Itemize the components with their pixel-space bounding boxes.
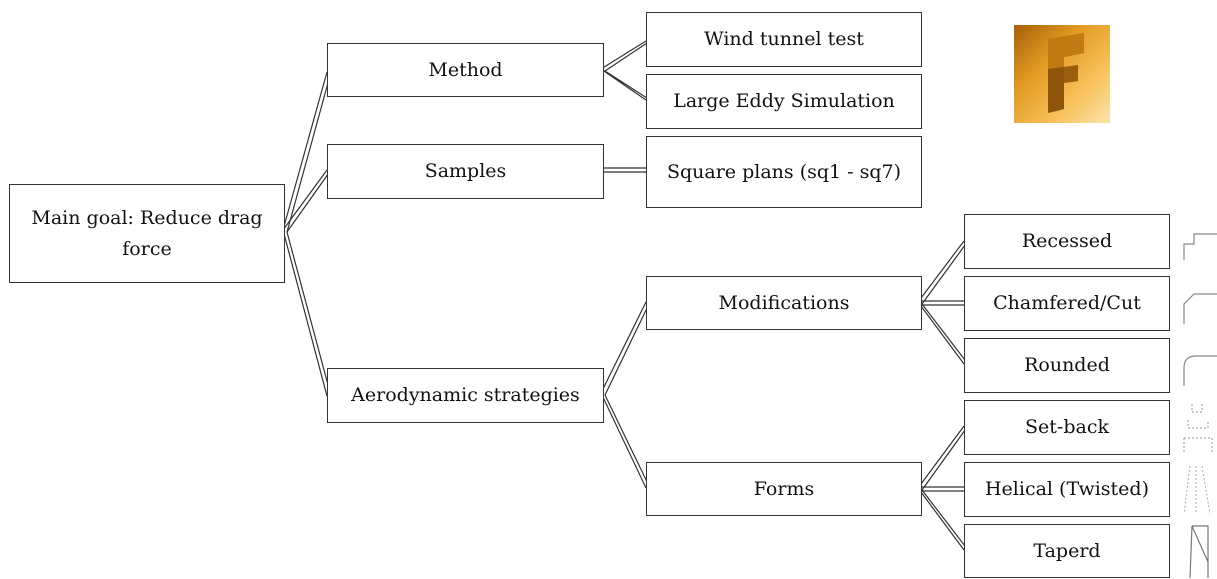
samples-box: Samples xyxy=(327,144,604,199)
chamfered-cut-label: Chamfered/Cut xyxy=(993,292,1141,315)
large-eddy-simulation-label: Large Eddy Simulation xyxy=(673,90,895,113)
set-back-shape-icon xyxy=(1183,404,1213,454)
chamfered-shape-icon xyxy=(1183,293,1217,324)
main-goal-label: Main goal: xyxy=(31,207,134,230)
helical-shape-icon xyxy=(1183,465,1211,515)
samples-label: Samples xyxy=(424,160,507,183)
method-box: Method xyxy=(327,43,604,97)
taperd-label: Taperd xyxy=(1033,539,1101,562)
autodesk-flow-design-logo-icon xyxy=(1014,25,1110,123)
aerodynamic-strategies-label: Aerodynamic strategies xyxy=(351,384,580,407)
square-plans-box: Square plans (sq1 - sq7) xyxy=(646,136,922,208)
taperd-box: Taperd xyxy=(964,524,1170,578)
recessed-box: Recessed xyxy=(964,214,1170,269)
helical-twisted-box: Helical (Twisted) xyxy=(964,462,1170,517)
modifications-label: Modifications xyxy=(718,291,850,314)
main-goal-text: Reduce drag force xyxy=(122,207,263,260)
wind-tunnel-test-box: Wind tunnel test xyxy=(646,12,922,67)
rounded-shape-icon xyxy=(1183,355,1217,386)
tapered-shape-icon xyxy=(1189,525,1209,578)
square-plans-label: Square plans xyxy=(666,160,794,183)
set-back-label: Set-back xyxy=(1025,416,1109,439)
set-back-box: Set-back xyxy=(964,400,1170,455)
helical-twisted-label: Helical (Twisted) xyxy=(984,478,1149,501)
rounded-box: Rounded xyxy=(964,338,1170,393)
forms-label: Forms xyxy=(753,477,815,500)
recessed-shape-icon xyxy=(1183,233,1217,260)
recessed-label: Recessed xyxy=(1021,230,1113,253)
rounded-label: Rounded xyxy=(1024,354,1110,377)
aerodynamic-strategies-box: Aerodynamic strategies xyxy=(327,368,604,423)
method-label: Method xyxy=(428,58,503,81)
wind-tunnel-test-label: Wind tunnel test xyxy=(704,28,864,51)
forms-box: Forms xyxy=(646,462,922,516)
chamfered-cut-box: Chamfered/Cut xyxy=(964,276,1170,331)
square-plans-range: (sq1 - sq7) xyxy=(799,160,902,183)
large-eddy-simulation-box: Large Eddy Simulation xyxy=(646,74,922,129)
main-goal-box: Main goal: Reduce drag force xyxy=(9,184,285,283)
modifications-box: Modifications xyxy=(646,276,922,330)
